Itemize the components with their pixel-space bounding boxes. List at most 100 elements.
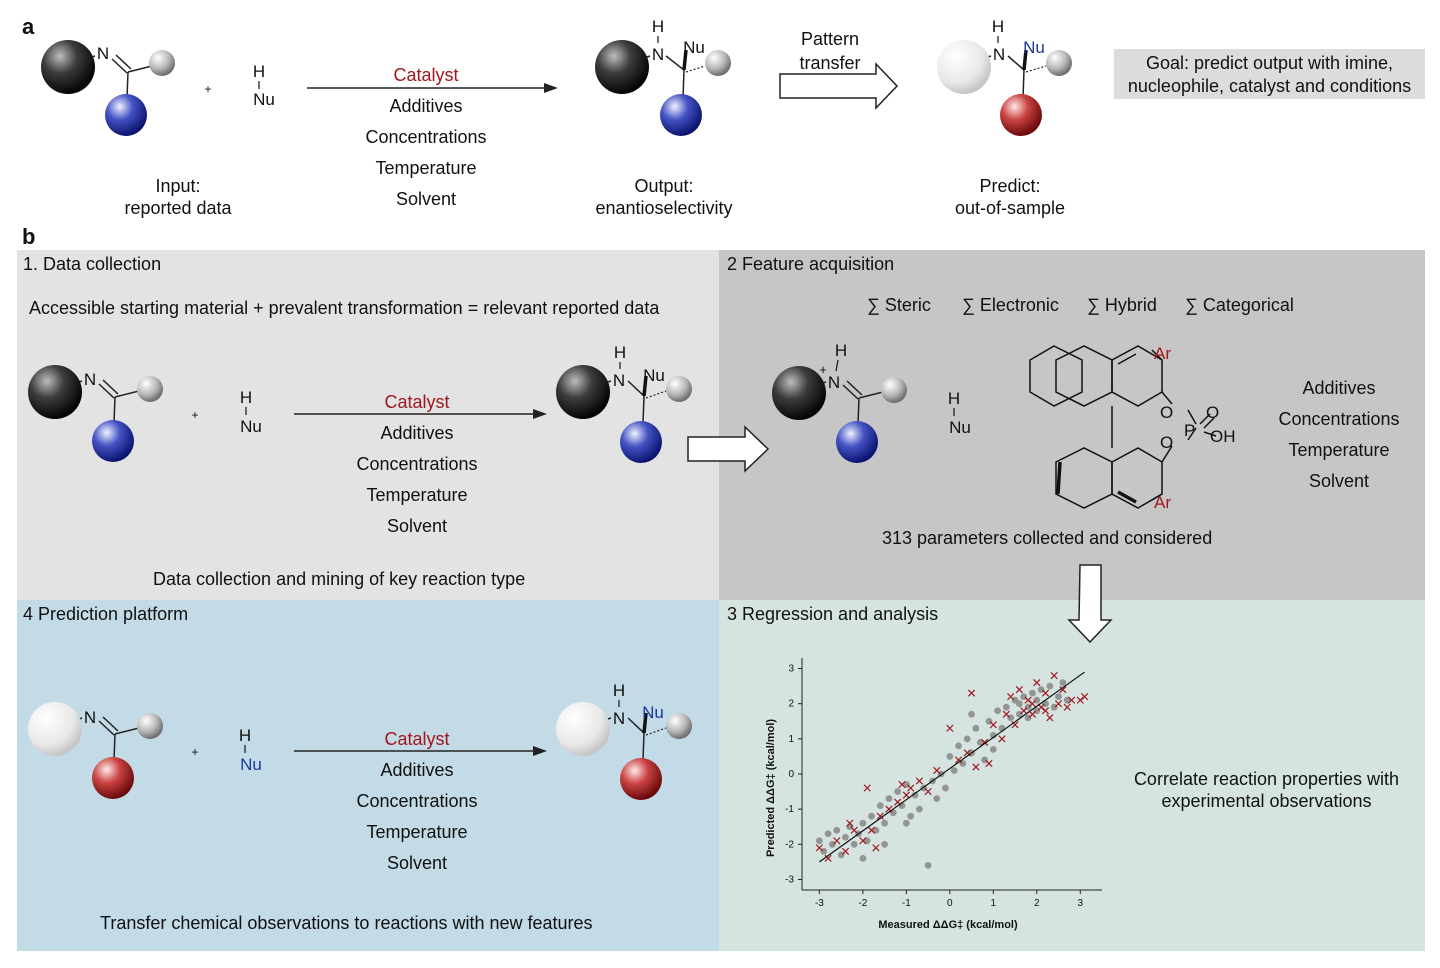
- svg-text:H: H: [992, 17, 1004, 36]
- data-point-circle: [850, 840, 858, 848]
- goal-box: Goal: predict output with imine, nucleop…: [1114, 49, 1425, 99]
- q1-temperature: Temperature: [366, 485, 468, 505]
- feature-acquisition-panel: 2 Feature acquisition ∑ Steric ∑ Electro…: [719, 250, 1425, 600]
- data-point-x: [872, 844, 880, 852]
- data-point-x: [859, 837, 867, 845]
- descriptor-hybrid: ∑ Hybrid: [1087, 295, 1157, 315]
- data-point-x: [946, 724, 954, 732]
- data-point-circle: [1055, 693, 1062, 701]
- svg-text:Nu: Nu: [253, 90, 275, 109]
- temperature-label: Temperature: [375, 158, 477, 178]
- data-point-x: [1050, 671, 1058, 680]
- descriptor-categorical: ∑ Categorical: [1185, 295, 1294, 315]
- svg-text:N: N: [993, 45, 1005, 64]
- parameters-footer: 313 parameters collected and considered: [882, 528, 1213, 548]
- data-point-circle: [915, 805, 923, 813]
- data-point-x: [972, 763, 980, 771]
- q1-solvent: Solvent: [386, 516, 448, 536]
- panel-a-label: a: [22, 14, 35, 39]
- data-collection-subtitle: Accessible starting material + prevalent…: [29, 298, 660, 318]
- data-point-x: [1007, 693, 1015, 701]
- y-tick-label: 0: [788, 769, 794, 780]
- predicted-product: H N Nu: [937, 17, 1072, 136]
- data-point-x: [867, 826, 876, 834]
- data-point-circle: [881, 840, 889, 848]
- data-point-circle: [868, 812, 875, 820]
- data-point-circle: [963, 735, 971, 743]
- catalyst-label: Catalyst: [393, 65, 459, 85]
- data-point-circle: [863, 837, 871, 845]
- pattern-transfer-arrow: [779, 62, 899, 110]
- x-tick-label: -2: [858, 898, 867, 909]
- data-point-x: [876, 812, 884, 820]
- data-point-x: [989, 721, 997, 729]
- data-point-circle: [955, 742, 962, 750]
- data-point-x: [1054, 700, 1063, 708]
- data-point-circle: [924, 861, 932, 869]
- y-tick-label: -1: [785, 804, 794, 815]
- y-tick-label: -3: [785, 874, 794, 885]
- data-point-circle: [989, 731, 997, 739]
- data-point-x: [1015, 686, 1024, 694]
- fit-line: [819, 671, 1085, 863]
- data-point-circle: [894, 788, 902, 795]
- data-point-x: [1063, 703, 1071, 711]
- data-point-circle: [976, 738, 984, 746]
- prediction-platform-panel: 4 Prediction platform Catalyst Additives…: [17, 600, 719, 951]
- svg-text:H: H: [253, 62, 265, 81]
- x-axis-label: Measured ΔΔG‡ (kcal/mol): [878, 919, 1018, 931]
- data-collection-footer: Data collection and mining of key reacti…: [153, 569, 526, 589]
- data-point-x: [1033, 678, 1041, 687]
- y-tick-label: 2: [788, 699, 794, 710]
- data-point-circle: [1029, 689, 1036, 697]
- data-point-x: [985, 759, 993, 768]
- svg-text:Nu: Nu: [683, 38, 705, 57]
- panel-a-conditions: Catalyst Additives Concentrations Temper…: [316, 60, 536, 215]
- solvent-label: Solvent: [395, 189, 457, 209]
- prediction-footer: Transfer chemical observations to reacti…: [100, 913, 593, 933]
- data-point-x: [863, 784, 871, 792]
- data-point-x: [1046, 714, 1054, 722]
- data-point-circle: [994, 707, 1002, 715]
- data-point-x: [907, 784, 915, 792]
- data-collection-title: 1. Data collection: [23, 254, 162, 274]
- data-point-circle: [872, 826, 880, 834]
- correlate-text: Correlate reaction properties with exper…: [1133, 769, 1400, 811]
- data-point-circle: [1002, 703, 1010, 711]
- data-point-x: [998, 735, 1006, 743]
- data-point-x: [1067, 696, 1076, 704]
- data-point-x: [924, 787, 932, 796]
- data-point-x: [846, 819, 854, 827]
- data-point-x: [833, 837, 841, 845]
- data-point-x: [1028, 700, 1037, 708]
- q4-temperature: Temperature: [366, 822, 468, 842]
- data-point-circle: [1046, 682, 1054, 690]
- data-point-x: [841, 847, 850, 855]
- data-point-circle: [902, 819, 910, 827]
- q2-concentrations: Concentrations: [1278, 409, 1400, 429]
- data-point-x: [1041, 707, 1050, 715]
- concentrations-label: Concentrations: [365, 127, 487, 147]
- data-point-x: [1041, 689, 1050, 697]
- descriptor-steric: ∑ Steric: [867, 295, 931, 315]
- q1-concentrations: Concentrations: [356, 454, 478, 474]
- panel-a-scheme: N + H Nu H N Nu H N Nu: [41, 17, 1072, 136]
- data-point-circle: [885, 795, 893, 803]
- q4-additives: Additives: [380, 760, 454, 780]
- data-point-x: [815, 844, 824, 852]
- data-point-circle: [815, 837, 823, 845]
- q4-conditions: Catalyst Additives Concentrations Temper…: [307, 724, 527, 879]
- data-point-circle: [881, 819, 889, 827]
- amine-product: H N Nu: [595, 17, 731, 136]
- goal-text: Goal: predict output with imine, nucleop…: [1127, 53, 1412, 96]
- data-point-circle: [842, 833, 849, 841]
- regression-title: 3 Regression and analysis: [727, 604, 939, 624]
- data-point-circle: [1015, 700, 1023, 708]
- data-point-circle: [1059, 679, 1067, 687]
- svg-text:N: N: [652, 45, 664, 64]
- data-point-x: [967, 689, 976, 697]
- data-point-circle: [972, 724, 980, 732]
- q4-solvent: Solvent: [386, 853, 448, 873]
